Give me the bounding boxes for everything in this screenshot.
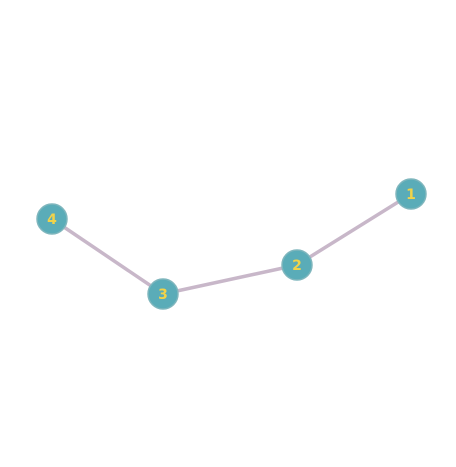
node-label: 4 [47,212,57,228]
node-3[interactable]: 3 [147,278,179,310]
node-1[interactable]: 1 [395,178,427,210]
nodes-layer: 1 2 3 4 [36,178,427,310]
node-circle[interactable] [281,249,313,281]
node-label: 2 [292,258,302,274]
edge-1-2 [295,192,413,267]
edges-layer [50,192,413,296]
node-circle[interactable] [147,278,179,310]
node-circle[interactable] [36,203,68,235]
node-label: 1 [406,187,416,203]
node-circle[interactable] [395,178,427,210]
node-2[interactable]: 2 [281,249,313,281]
node-4[interactable]: 4 [36,203,68,235]
edge-2-3 [161,263,299,296]
node-label: 3 [158,287,168,303]
edge-3-4 [50,217,165,296]
